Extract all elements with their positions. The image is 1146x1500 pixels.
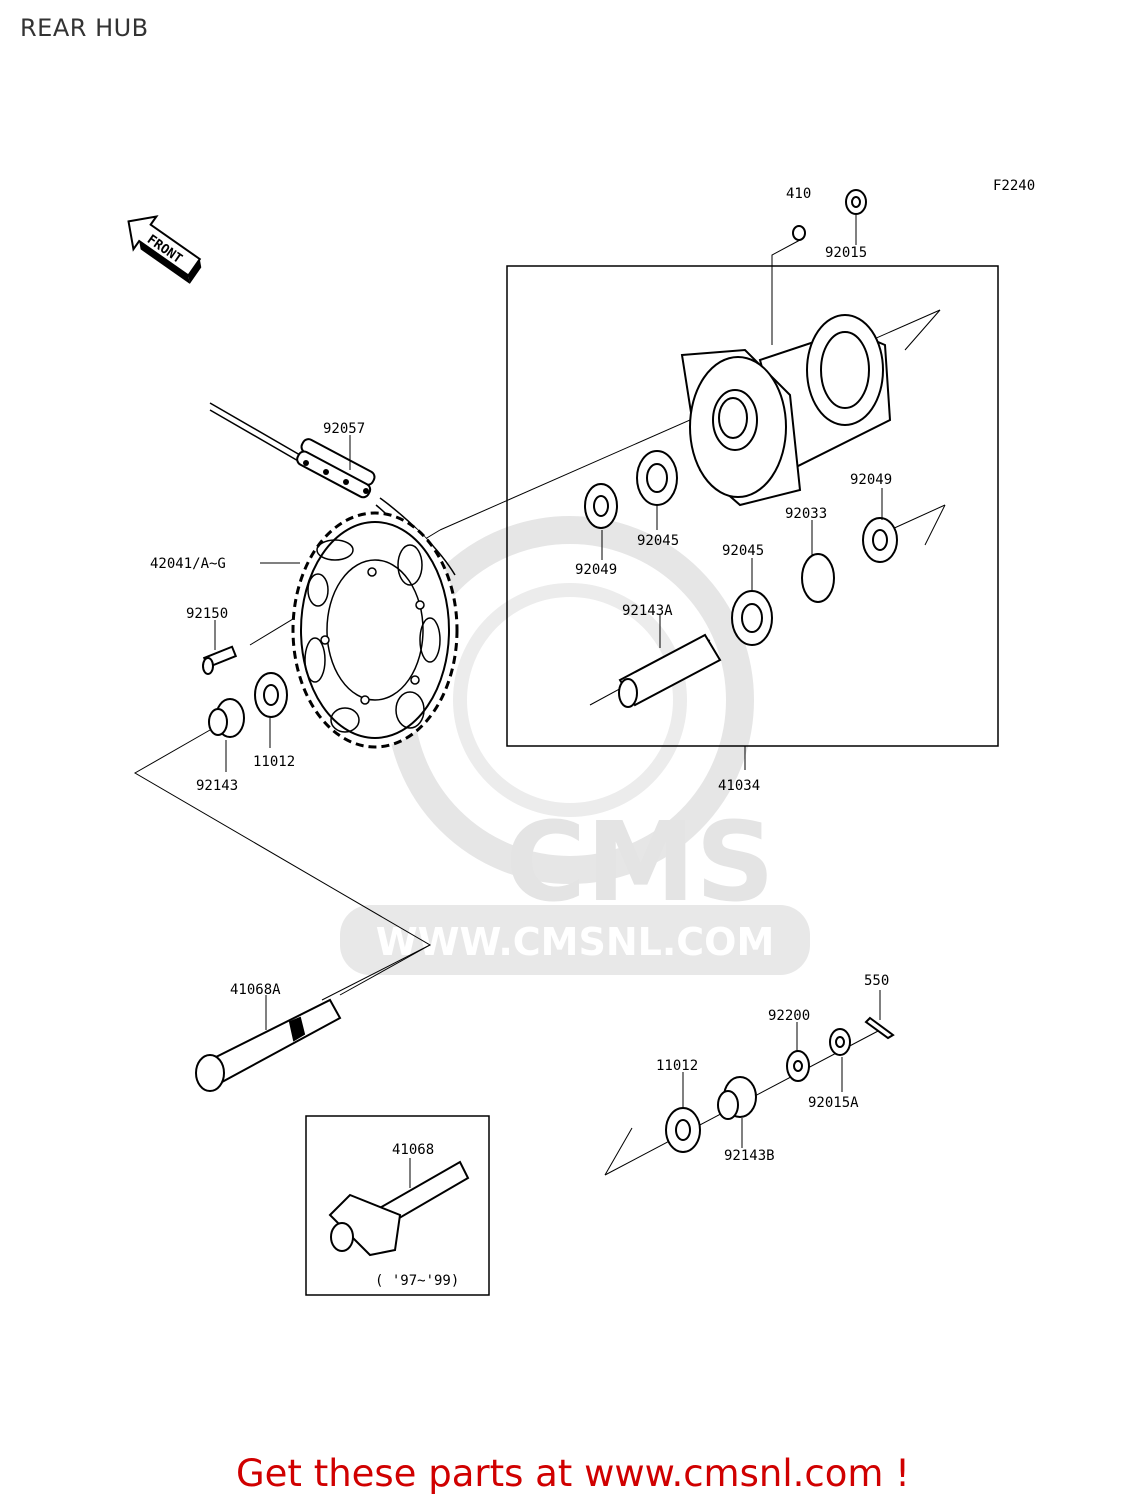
part-label: 41068 [392, 1142, 434, 1158]
part-label: 92143B [724, 1148, 775, 1164]
part-label: 41068A [230, 982, 281, 998]
part-label: 92045 [637, 533, 679, 549]
washer-410 [792, 225, 806, 241]
watermark-brand: CMS [505, 798, 774, 926]
part-label: 92143A [622, 603, 673, 619]
front-arrow-icon: FRONT [127, 215, 202, 284]
cotter-pin [864, 1016, 895, 1040]
page-title: REAR HUB [20, 14, 149, 42]
hub-spacer [618, 633, 722, 708]
part-label: 92049 [850, 472, 892, 488]
part-label: 11012 [253, 754, 295, 770]
part-label: 92150 [186, 606, 228, 622]
oil-seal-left [584, 483, 618, 529]
part-label: 42041/A~G [150, 556, 226, 572]
left-collar [208, 698, 245, 738]
part-label: 92045 [722, 543, 764, 559]
part-label: 92015 [825, 245, 867, 261]
figure-code: F2240 [993, 178, 1035, 194]
part-labels: 410 92015 92057 42041/A~G 92150 11012 92… [150, 186, 892, 1164]
year-note: ( '97~'99) [375, 1273, 459, 1289]
axle-nut [829, 1028, 851, 1056]
bearing-left [636, 450, 678, 506]
part-label: 92143 [196, 778, 238, 794]
hub-assembly-box [506, 265, 999, 747]
part-label: 92033 [785, 506, 827, 522]
coupling-collar [254, 672, 288, 718]
rear-hub [680, 314, 892, 507]
part-label: 550 [864, 973, 889, 989]
sprocket-bolt [202, 645, 238, 675]
washer-92200 [786, 1050, 810, 1082]
axle-variant-41068 [328, 1160, 470, 1257]
circlip [801, 553, 835, 603]
rear-sprocket [291, 511, 459, 749]
collar-92143b [717, 1076, 757, 1120]
collar-right [665, 1107, 701, 1153]
get-parts-link[interactable]: Get these parts at www.cmsnl.com ! [235, 1452, 910, 1495]
nut-92015 [845, 189, 867, 215]
part-label: 92015A [808, 1095, 859, 1111]
part-label: 92200 [768, 1008, 810, 1024]
part-label: 41034 [718, 778, 760, 794]
oil-seal-right [862, 517, 898, 563]
part-label: 92049 [575, 562, 617, 578]
bearing-right [731, 590, 773, 646]
part-label: 92057 [323, 421, 365, 437]
part-label: 410 [786, 186, 811, 202]
watermark-site: WWW.CMSNL.COM [376, 920, 775, 964]
part-label: 11012 [656, 1058, 698, 1074]
rear-axle [195, 998, 342, 1092]
variant-inset-box [305, 1115, 490, 1296]
